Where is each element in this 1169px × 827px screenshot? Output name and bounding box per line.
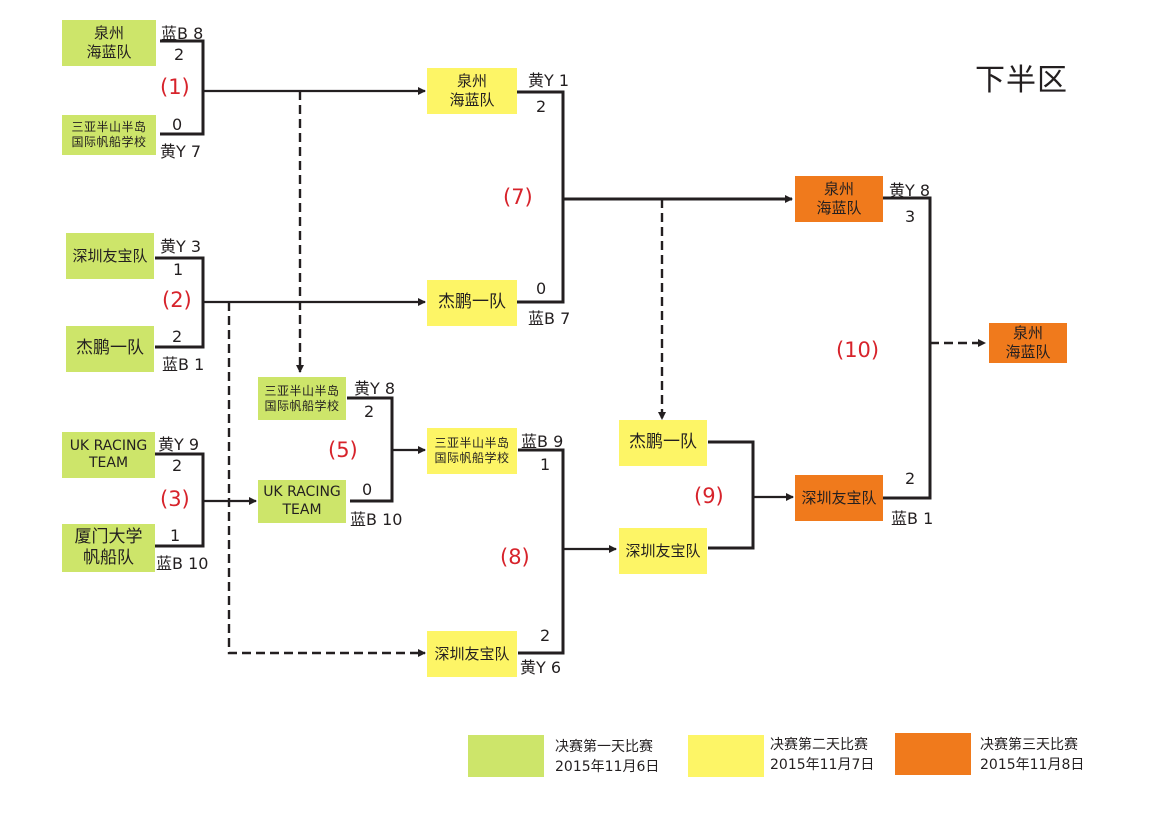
legend-label-day1: 决赛第一天比赛 2015年11月6日 [555,739,660,775]
boat-label: 黄Y 3 [160,237,202,256]
team-name: UK RACING [263,484,341,500]
team-name: 帆船队 [83,548,134,568]
score: 0 [362,480,373,499]
bracket-title: 下半区 [975,63,1068,98]
score: 2 [172,327,183,346]
team-name: 杰鹏一队 [629,432,697,453]
team-box: 杰鹏一队 [66,326,154,372]
team-name: 泉州 [823,180,854,199]
team-box: 深圳友宝队 [619,528,707,574]
team-name: 厦门大学 [74,526,143,547]
team-box: 深圳友宝队 [427,631,517,677]
score: 2 [540,626,551,645]
team-box: 深圳友宝队 [66,233,154,279]
legend-label-day2: 决赛第二天比赛 2015年11月7日 [770,737,875,773]
team-box: 杰鹏一队 [619,420,707,466]
team-name: 海蓝队 [449,91,495,109]
team-box: 三亚半山半岛 国际帆船学校 [427,428,517,474]
boat-label: 黄Y 8 [889,181,931,200]
score: 1 [170,526,181,545]
score: 2 [364,402,375,421]
match-number: (5) [328,438,358,462]
boat-label: 蓝B 9 [521,432,564,451]
m2-loser-dashed [227,302,426,657]
match-number: (10) [836,338,880,362]
team-name: 深圳友宝队 [434,644,510,663]
team-name: 三亚半山半岛 [434,436,510,450]
match-number: (3) [160,487,190,511]
boat-label: 蓝B 1 [162,355,205,374]
team-box: 三亚半山半岛 国际帆船学校 [258,377,346,420]
team-name: 杰鹏一队 [76,338,144,359]
boat-label: 黄Y 9 [158,435,200,454]
legend-swatch-day1 [468,735,544,777]
match7-bracket [515,90,565,304]
team-name: TEAM [88,455,129,471]
team-name: 海蓝队 [86,43,132,61]
match9-bracket [708,440,755,550]
score: 2 [905,469,916,488]
match-number: (1) [160,75,190,99]
score: 1 [540,455,551,474]
score: 0 [536,279,547,298]
boat-label: 蓝B 10 [350,510,403,529]
team-name: 深圳友宝队 [801,488,877,507]
match-number: (9) [694,484,724,508]
boat-label: 黄Y 6 [520,658,562,677]
team-name: 深圳友宝队 [72,246,148,265]
boat-label: 蓝B 8 [161,24,204,43]
boat-label: 黄Y 1 [528,71,570,90]
score: 2 [174,45,185,64]
team-box: UK RACING TEAM [62,432,155,478]
team-box: 泉州 海蓝队 [795,176,883,222]
team-name: 三亚半山半岛 [71,120,147,134]
team-name: 海蓝队 [1005,343,1051,361]
match-number: (8) [500,545,530,569]
team-box: 三亚半山半岛 国际帆船学校 [62,115,156,155]
team-name: 国际帆船学校 [264,398,340,413]
team-name: 三亚半山半岛 [264,383,340,398]
match-number: (2) [162,288,192,312]
team-box: UK RACING TEAM [258,480,346,523]
legend-swatch-day3 [895,733,971,775]
team-name: 泉州 [1012,324,1043,343]
team-name: 海蓝队 [816,199,862,217]
boat-label: 黄Y 7 [160,142,202,161]
team-name: TEAM [282,501,322,518]
match8-bracket [518,448,565,655]
team-name: 泉州 [456,72,487,91]
team-box: 泉州 海蓝队 [62,20,156,66]
score: 2 [172,456,183,475]
boat-label: 蓝B 10 [156,554,209,573]
boat-label: 蓝B 1 [891,509,934,528]
team-name: 杰鹏一队 [438,292,506,313]
match-number: (7) [503,185,533,209]
team-name: 泉州 [93,24,124,43]
score: 1 [173,260,184,279]
champion-box: 泉州 海蓝队 [989,323,1067,363]
team-name: 深圳友宝队 [625,541,701,560]
match10-bracket [882,196,932,500]
score: 2 [536,97,547,116]
boat-label: 黄Y 8 [354,379,396,398]
score: 0 [172,115,183,134]
match1-bracket [160,39,205,136]
legend-label-day3: 决赛第三天比赛 2015年11月8日 [980,737,1085,773]
score: 3 [905,207,916,226]
boat-label: 蓝B 7 [528,309,571,328]
team-box: 泉州 海蓝队 [427,68,517,114]
team-name: 国际帆船学校 [71,135,147,149]
team-box: 深圳友宝队 [795,475,883,521]
team-box: 厦门大学 帆船队 [62,524,155,572]
team-box: 杰鹏一队 [427,280,517,326]
legend-swatch-day2 [688,735,764,777]
team-name: UK RACING [69,437,148,454]
team-name: 国际帆船学校 [434,451,510,465]
